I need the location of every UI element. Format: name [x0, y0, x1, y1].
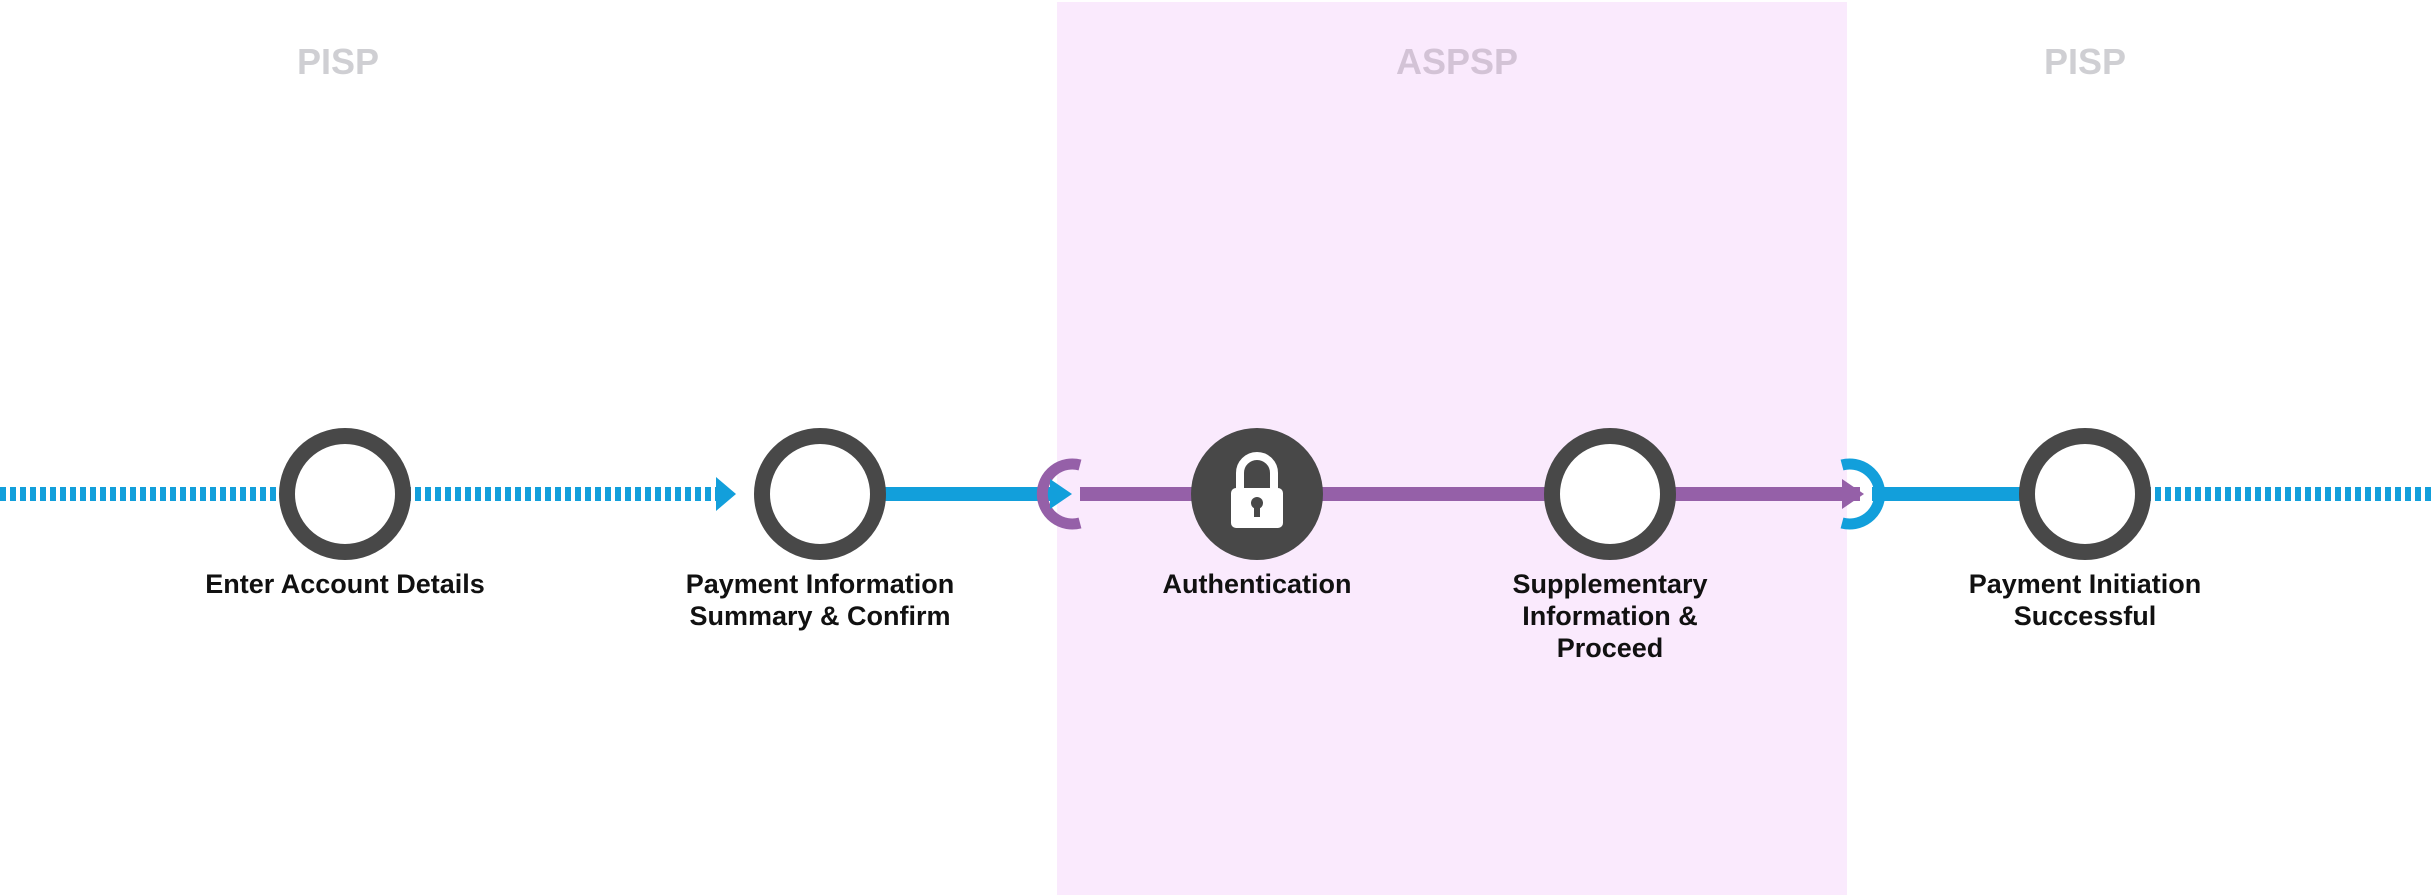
arrowhead-out-of-aspsp-icon	[1842, 479, 1864, 509]
step-label-payment-information: Payment Information Summary & Confirm	[685, 569, 955, 631]
zone-label-pisp-left: PISP	[296, 41, 380, 82]
aspsp-zone-background	[1057, 2, 1847, 895]
lock-icon	[1231, 452, 1283, 528]
zone-label-aspsp: ASPSP	[1395, 41, 1519, 82]
aspsp-entry-ring-icon	[1036, 458, 1082, 530]
step-label-enter-account-details: Enter Account Details	[205, 569, 485, 599]
step-5-circle-icon	[2019, 428, 2151, 560]
arrowhead-into-aspsp-icon	[1050, 479, 1072, 509]
step-2-circle-icon	[754, 428, 886, 560]
arrowhead-1-2-icon	[716, 477, 736, 511]
step-label-payment-initiation: Payment Initiation Successful	[1968, 569, 2202, 631]
step-4-circle-icon	[1544, 428, 1676, 560]
step-label-authentication: Authentication	[1162, 569, 1352, 599]
zone-label-pisp-right: PISP	[2043, 41, 2127, 82]
step-label-supplementary-information: Supplementary Information & Proceed	[1512, 569, 1708, 663]
step-1-circle-icon	[279, 428, 411, 560]
